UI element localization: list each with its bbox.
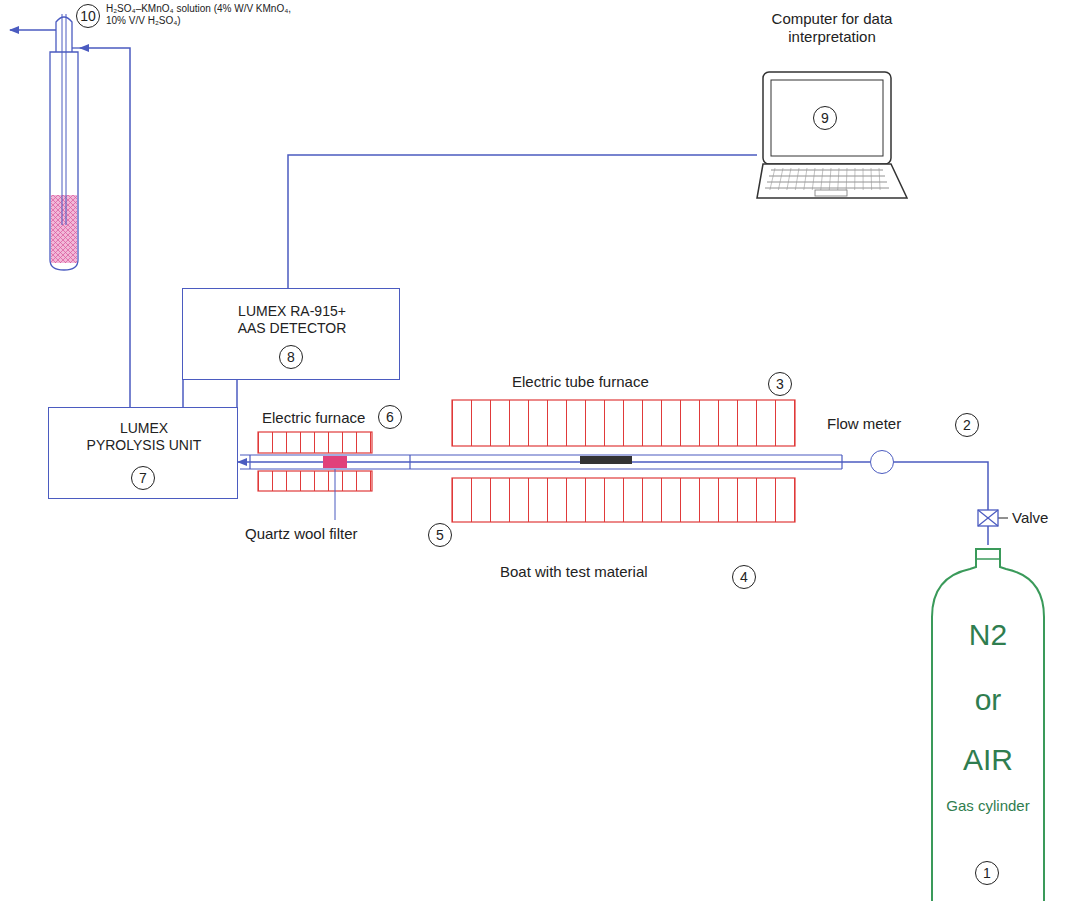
valve-symbol: [978, 510, 998, 526]
aas-detector: LUMEX RA-915+ AAS DETECTOR 8: [182, 288, 400, 380]
part-label: Electric tube furnace: [512, 373, 649, 391]
callout-number: 6: [378, 405, 402, 429]
pyrolysis-unit: LUMEX PYROLYSIS UNIT 7: [48, 407, 238, 499]
callout-number: 3: [768, 372, 792, 396]
small-furnace: [258, 432, 372, 491]
unit-label: LUMEX RA-915+ AAS DETECTOR: [228, 303, 356, 337]
part-label: Boat with test material: [500, 563, 648, 581]
gas-line: [288, 155, 757, 288]
gas-line: [894, 462, 988, 545]
cylinder-text: or: [928, 682, 1048, 718]
gas-cylinder-outline: [928, 545, 1048, 901]
gas-cylinder: N2 orAIR Gas cylinder 1: [928, 545, 1048, 901]
cylinder-text: N2: [928, 617, 1048, 653]
solution-label: H₂SO₄–KMnO₄ solution (4% W/V KMnO₄, 10% …: [106, 3, 311, 27]
computer-outline: [757, 72, 907, 207]
callout-number: 4: [732, 565, 756, 589]
unit-label: LUMEX PYROLYSIS UNIT: [81, 420, 207, 454]
callout-number: 8: [279, 345, 303, 369]
exhaust-arrow: [10, 29, 56, 31]
callout-number: 9: [813, 106, 837, 130]
cylinder-text: AIR: [928, 742, 1048, 778]
callout-number: 7: [131, 466, 155, 490]
cylinder-label: Gas cylinder: [928, 797, 1048, 815]
quartz-tube: [240, 455, 842, 469]
callout-number: 10: [76, 4, 100, 28]
quartz-wool-filter: [323, 456, 347, 468]
box-step: [183, 379, 237, 408]
part-label: Electric furnace: [262, 409, 365, 427]
absorber-bottle: 10H₂SO₄–KMnO₄ solution (4% W/V KMnO₄, 10…: [48, 10, 80, 272]
tube-furnace: [452, 400, 795, 522]
valve-leader: [998, 518, 1008, 519]
part-label: Computer for data interpretation: [757, 10, 907, 46]
sample-boat: [580, 456, 632, 464]
callout-number: 5: [428, 523, 452, 547]
gas-line: [80, 48, 130, 407]
part-label: Flow meter: [827, 415, 901, 433]
callout-number: 2: [955, 413, 979, 437]
flow-meter: Flow meter2: [870, 450, 894, 474]
callout-number: 1: [975, 861, 999, 885]
leader-line: [335, 469, 336, 520]
computer: Computer for data interpretation9: [757, 72, 907, 207]
absorber-bottle-outline: [48, 10, 80, 272]
part-label: Valve: [1012, 509, 1048, 527]
part-label: Quartz wool filter: [245, 525, 358, 543]
